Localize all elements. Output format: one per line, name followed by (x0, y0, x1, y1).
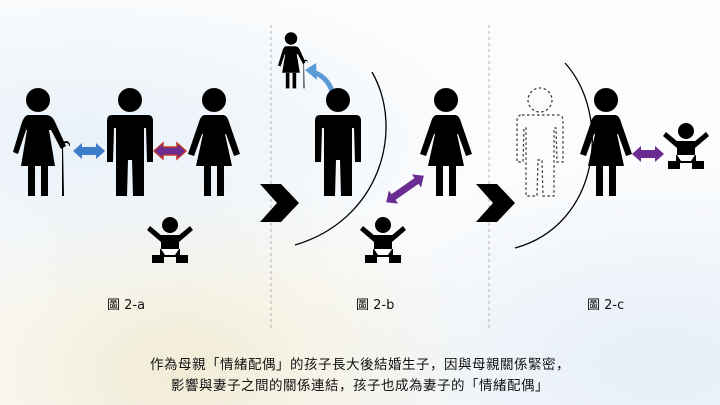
boundary-arc (294, 71, 387, 246)
description-line-1: 作為母親「情緒配偶」的孩子長大後結婚生子，因與母親關係緊密， (150, 357, 570, 373)
chevron-arrow-icon (476, 184, 515, 222)
caption-2a: 圖 2-a (107, 298, 146, 313)
man-icon (315, 88, 361, 196)
baby-icon (663, 123, 709, 169)
panel-2b (278, 32, 472, 263)
blue-double-arrow-icon (73, 143, 105, 159)
curved-arrow-head-icon (305, 63, 317, 80)
purple-double-arrow-icon (632, 146, 664, 162)
chevron-arrow-icon (260, 184, 299, 222)
woman-icon (420, 88, 472, 196)
caption-2c: 圖 2-c (587, 298, 625, 313)
woman-icon (188, 88, 240, 196)
grandmother-cane-icon (13, 88, 70, 196)
boundary-arc (514, 62, 593, 249)
baby-icon (147, 217, 193, 263)
caption-2b: 圖 2-b (356, 298, 395, 313)
purple-double-arrow-icon (153, 142, 187, 160)
baby-icon (360, 217, 406, 263)
man-icon (107, 88, 153, 196)
panel-2c (514, 62, 709, 249)
dashed-man-icon (516, 87, 564, 197)
description-line-2: 影響與妻子之間的關係連結，孩子也成為妻子的「情緒配偶」 (171, 378, 549, 394)
small-grandmother-icon (278, 32, 308, 89)
diagonal-double-arrow-icon (386, 174, 424, 204)
panel-2a (13, 88, 240, 263)
